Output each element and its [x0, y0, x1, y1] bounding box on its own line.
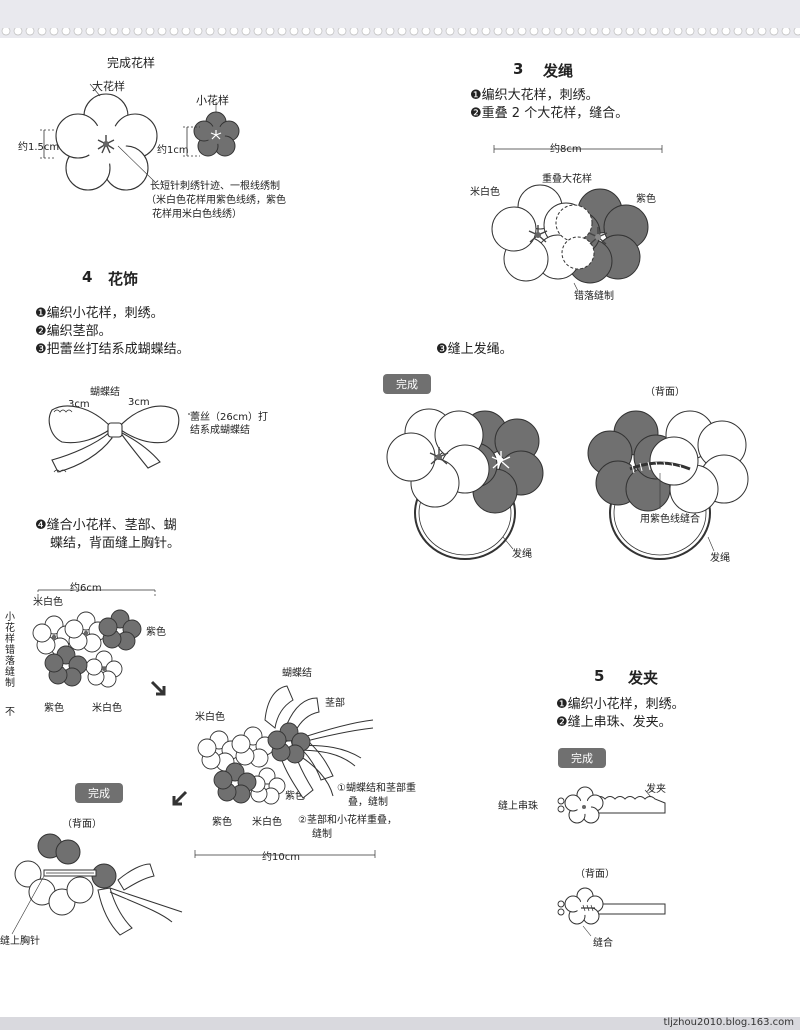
label-hairtie-2: 发绳	[710, 553, 730, 564]
bow-illustration	[48, 405, 190, 473]
small-flower-shape	[193, 111, 240, 157]
label-offwhite-s3: 米白色	[470, 187, 500, 198]
section4-title: 花饰	[108, 270, 139, 288]
vertical-cut: 不	[5, 707, 15, 718]
label-clip: 发夹	[646, 784, 666, 795]
vertical-note: 小花样错落缝制	[5, 612, 15, 689]
offwhite-label-b: 米白色	[92, 703, 122, 714]
section3-number: 3	[513, 60, 524, 78]
purple-label-b: 紫色	[44, 703, 64, 714]
section5-title: 发夹	[628, 669, 659, 687]
bow-label-2: 蝴蝶结	[282, 668, 312, 679]
offwhite-label-a: 米白色	[33, 597, 63, 608]
section3-done-badge: 完成	[383, 374, 431, 394]
section3-title: 发绳	[543, 62, 574, 80]
label-purple-stitch: 用紫色线缝合	[640, 514, 700, 525]
section4-step4-line2: 蝶结，背面缝上胸针。	[50, 536, 181, 551]
note-line1: 长短针刺绣针迹、一根线绣制	[150, 181, 280, 192]
purple-label-d: 紫色	[212, 817, 232, 828]
size-large-label: 约1.5cm	[18, 142, 60, 153]
hairclip-back-illustration	[557, 887, 666, 937]
section4-step3: ❸把蕾丝打结系成蝴蝶结。	[35, 342, 190, 357]
section4-back-label: （背面）	[62, 819, 102, 830]
note-line3: 花样用米白色线绣）	[152, 209, 242, 220]
section5-done-badge: 完成	[558, 748, 606, 768]
label-sew: 缝合	[593, 938, 613, 949]
section5-number: 5	[594, 667, 605, 685]
section4-number: 4	[82, 268, 93, 286]
label-stitch: 错落缝制	[574, 291, 614, 302]
label-overlap: 重叠大花样	[542, 174, 592, 185]
hairtie-front-illustration	[386, 408, 544, 560]
label-hairtie: 发绳	[512, 549, 532, 560]
brooch-label: 缝上胸针	[0, 936, 40, 947]
stem-label: 茎部	[325, 698, 345, 709]
arrow-down-left	[172, 790, 188, 806]
footer-source: tljzhou2010.blog.163.com	[663, 1017, 794, 1028]
offwhite-label-c: 米白色	[195, 712, 225, 723]
section3-step1: ❶编织大花样，刺绣。	[470, 88, 599, 103]
section3-width: 约8cm	[550, 144, 582, 155]
lace-note-2: 结系成蝴蝶结	[190, 425, 250, 436]
section5-step2: ❷缝上串珠、发夹。	[556, 715, 672, 730]
section5-back-label: （背面）	[575, 869, 615, 880]
assembly-note2-a: ②茎部和小花样重叠，	[298, 815, 397, 826]
footer-bar: tljzhou2010.blog.163.com	[0, 1017, 800, 1030]
section5-step1: ❶编织小花样，刺绣。	[556, 697, 685, 712]
finished-pattern-title: 完成花样	[107, 56, 156, 70]
assembly-illustration	[194, 685, 376, 858]
purple-label-c: 紫色	[285, 791, 305, 802]
brooch-back-illustration	[11, 833, 183, 936]
small-flower-label: 小花样	[196, 94, 229, 107]
note-line2: （米白色花样用紫色线绣，紫色	[146, 195, 286, 206]
width6-label: 约6cm	[70, 583, 102, 594]
large-flower-label: 大花样	[92, 80, 125, 93]
offwhite-label-d: 米白色	[252, 817, 282, 828]
label-purple-s3: 紫色	[636, 194, 656, 205]
section4-step2: ❷编织茎部。	[35, 324, 112, 339]
bow-3cm-left: 3cm	[68, 399, 90, 410]
section3-step3: ❸缝上发绳。	[436, 342, 513, 357]
label-beads: 缝上串珠	[498, 801, 538, 812]
finished-flowers-illustration	[40, 83, 240, 191]
section3-step2: ❷重叠 2 个大花样，缝合。	[470, 106, 629, 121]
section4-step4-line1: ❹缝合小花样、茎部、蝴	[35, 518, 177, 533]
section4-done-badge: 完成	[75, 783, 123, 803]
assembly-note1-a: ①蝴蝶结和茎部重	[337, 783, 416, 794]
arrow-down-right	[150, 680, 166, 696]
bow-label: 蝴蝶结	[90, 387, 120, 398]
assembly-note1-b: 叠，缝制	[348, 797, 388, 808]
assembly-note2-b: 缝制	[312, 829, 332, 840]
lace-border	[0, 28, 800, 36]
size-small-label: 约1cm	[157, 145, 189, 156]
purple-flowers	[44, 609, 142, 687]
bow-3cm-right: 3cm	[128, 397, 150, 408]
purple-label-a: 紫色	[146, 627, 166, 638]
section4-step1: ❶编织小花样，刺绣。	[35, 306, 164, 321]
lace-note-1: 蕾丝（26cm）打	[190, 412, 268, 423]
overlap-flowers-illustration	[491, 145, 663, 292]
section3-back-label: （背面）	[645, 387, 685, 398]
width10-label: 约10cm	[262, 852, 300, 863]
hairclip-front-illustration	[557, 786, 666, 824]
flower-cluster-illustration	[32, 589, 156, 688]
hairtie-back-illustration	[587, 410, 749, 560]
